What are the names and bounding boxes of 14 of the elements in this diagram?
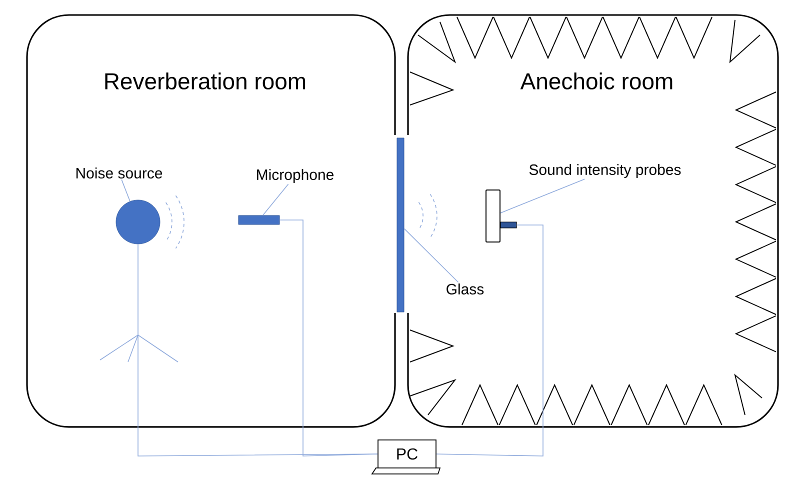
leader-line (121, 179, 130, 202)
cable (279, 220, 378, 456)
leader-line (262, 184, 289, 216)
leader-line (404, 228, 459, 283)
part-label: Noise source (76, 167, 162, 178)
cable (436, 224, 544, 456)
microphone-bar (238, 215, 280, 225)
probe-drawing (486, 189, 517, 242)
leader-line (500, 178, 586, 214)
part-label: Glass (446, 283, 484, 294)
noise-source-circle (116, 200, 160, 244)
part-label: Sound intensity probes (529, 164, 681, 178)
part-label: Microphone (257, 169, 334, 183)
glass-pane (396, 138, 404, 312)
